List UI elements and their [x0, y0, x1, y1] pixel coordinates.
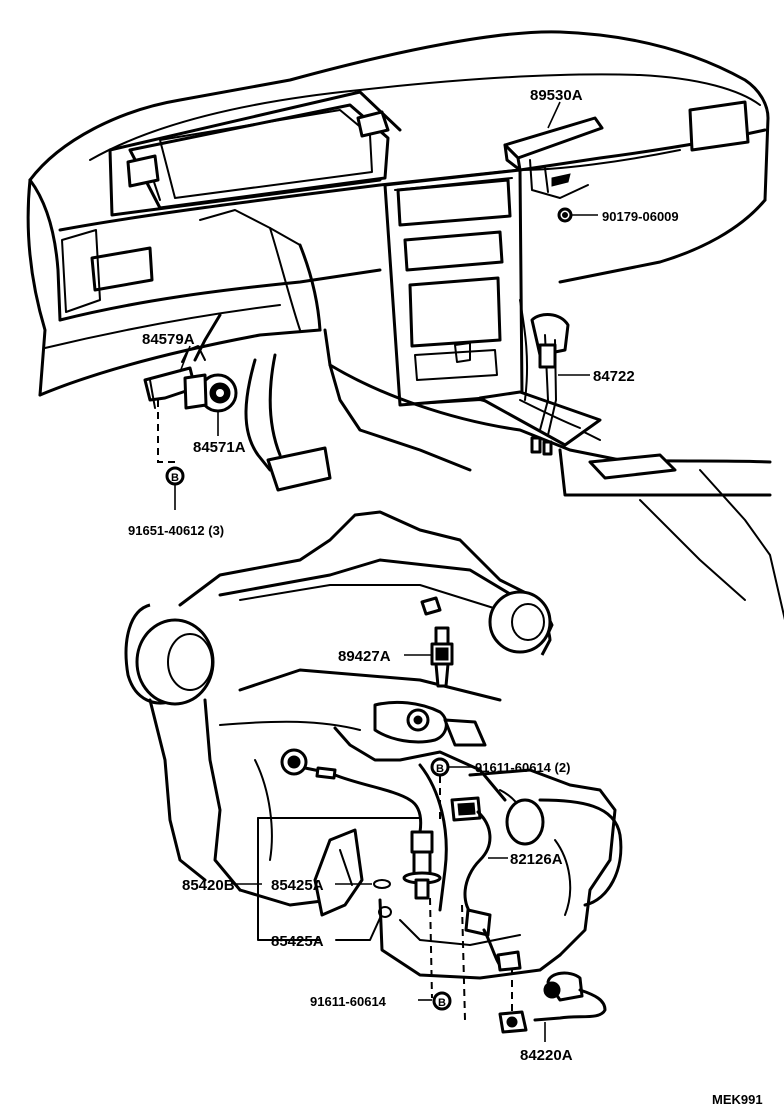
- leader-85425a-b: [335, 917, 381, 941]
- bracket-85420b: [257, 817, 321, 941]
- o-ring-85425a-icon: [373, 879, 391, 889]
- part-82126a-harness: [450, 796, 522, 972]
- bolt-symbol-icon: B: [165, 466, 185, 486]
- label-84220a: 84220A: [520, 1047, 573, 1064]
- bolt-symbol-top-icon: B: [430, 757, 450, 777]
- o-ring-85425a-b-icon: [378, 906, 392, 918]
- part-89427a-sensor: [430, 626, 454, 688]
- label-85420b: 85420B: [182, 877, 235, 894]
- svg-text:B: B: [171, 472, 179, 484]
- dash-91611-bottom-b: [461, 904, 466, 1021]
- part-84722-shift-switch: [530, 313, 570, 456]
- part-84220a-sensor: [498, 968, 607, 1034]
- label-90179-06009: 90179-06009: [602, 209, 679, 224]
- instrument-panel-drawing: [26, 30, 784, 621]
- part-85420b-cable: [280, 748, 442, 900]
- leader-89530a: [547, 101, 561, 129]
- part-84571a-switch: [183, 373, 238, 413]
- label-84722: 84722: [593, 368, 635, 385]
- label-91611-60614-top: 91611-60614 (2): [475, 760, 570, 775]
- nut-90179-icon: [557, 207, 573, 223]
- label-82126a: 82126A: [510, 851, 563, 868]
- label-89427a: 89427A: [338, 648, 391, 665]
- label-85425a-upper: 85425A: [271, 877, 324, 894]
- figure-code: MEK991: [712, 1092, 763, 1107]
- label-85425a-lower: 85425A: [271, 933, 324, 950]
- label-91651-40612: 91651-40612 (3): [128, 523, 224, 538]
- bolt-symbol-bottom-icon: B: [432, 991, 452, 1011]
- svg-text:B: B: [438, 997, 446, 1009]
- part-89530a-module: [503, 116, 604, 199]
- engine-drawing: [124, 510, 623, 980]
- label-84579a: 84579A: [142, 331, 195, 348]
- label-84571a: 84571A: [193, 439, 246, 456]
- label-89530a: 89530A: [530, 87, 583, 104]
- dash-84579a-bolt: [157, 400, 175, 463]
- svg-text:B: B: [436, 763, 444, 775]
- dash-91611-bottom-a: [429, 897, 433, 999]
- label-91611-60614-bottom: 91611-60614: [310, 994, 387, 1009]
- leader-84579a: [179, 345, 191, 373]
